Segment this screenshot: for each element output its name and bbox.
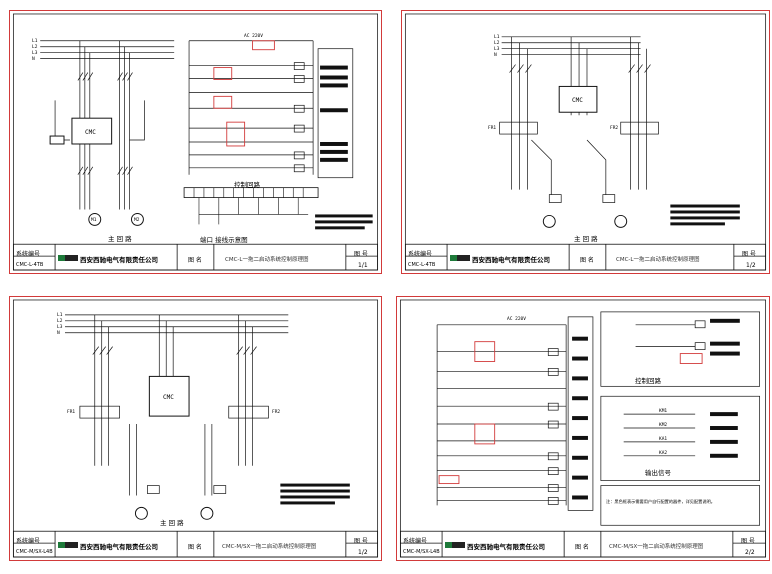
titleblock-company: 西安西驰电气有限责任公司 bbox=[80, 256, 158, 264]
supply-label: AC 220V bbox=[244, 34, 263, 39]
sheet-3: L1 L2 L3 N CMC FR1 FR2 主 回 路 系统编号 CMC-M/… bbox=[9, 296, 382, 561]
sheet-2: L1 L2 L3 N CMC FR1 FR2 主 回 路 系统编号 CMC-L-… bbox=[401, 10, 770, 274]
bus-label-n: N bbox=[32, 57, 35, 62]
titleblock-number-label: 图 号 bbox=[354, 251, 368, 258]
output-ka1: KA1 bbox=[659, 437, 668, 442]
titleblock-name-label: 图 名 bbox=[188, 257, 202, 264]
control-circuit-caption: 控制回路 bbox=[234, 181, 260, 189]
titleblock-left-code: CMC-L-4TB bbox=[408, 262, 436, 268]
notes-text: 注：黑色框表示需要用户自行配置的器件，详见配置说明。 bbox=[606, 499, 715, 504]
titleblock-left-label: 系统编号 bbox=[16, 538, 41, 545]
titleblock-page: 1/2 bbox=[746, 262, 756, 269]
bus-label-l1: L1 bbox=[32, 39, 38, 44]
bus-label-l2: L2 bbox=[494, 41, 500, 46]
indicator-caption: 输出信号 bbox=[645, 469, 671, 477]
titleblock-left-label: 系统编号 bbox=[403, 538, 428, 545]
output-ka2: KA2 bbox=[659, 451, 668, 456]
bus-label-n: N bbox=[494, 53, 497, 58]
sheet-2-drawing bbox=[404, 13, 767, 271]
titleblock-company: 西安西驰电气有限责任公司 bbox=[80, 543, 158, 551]
titleblock-page: 2/2 bbox=[745, 549, 755, 556]
bus-label-l2: L2 bbox=[32, 45, 38, 50]
sheet-3-drawing bbox=[12, 299, 379, 558]
titleblock-page: 1/1 bbox=[358, 262, 368, 269]
titleblock-name-label: 图 名 bbox=[580, 257, 594, 264]
fr-label-1: FR1 bbox=[488, 126, 497, 131]
fr-label-1: FR1 bbox=[67, 410, 76, 415]
titleblock-name-label: 图 名 bbox=[188, 544, 202, 551]
output-km2: KM2 bbox=[659, 423, 668, 428]
sheet-1: L1 L2 L3 N CMC M1 M2 AC 220V 主 回 路 控制回路 … bbox=[9, 10, 382, 274]
control-circuit-caption: 控制回路 bbox=[635, 377, 661, 385]
sheet-4-drawing bbox=[399, 299, 767, 558]
fr-label-2: FR2 bbox=[272, 410, 281, 415]
company-logo bbox=[450, 255, 470, 261]
sheet-4: AC 220V 控制回路 输出信号 KM1 KM2 KA1 KA2 注：黑色框表… bbox=[396, 296, 770, 561]
device-label: CMC bbox=[85, 129, 96, 136]
sheet-1-drawing bbox=[12, 13, 379, 271]
motor-label-1: M1 bbox=[91, 218, 97, 223]
device-label: CMC bbox=[572, 97, 583, 104]
bus-label-n: N bbox=[57, 331, 60, 336]
titleblock-number-label: 图 号 bbox=[354, 538, 368, 545]
bus-label-l3: L3 bbox=[57, 325, 63, 330]
titleblock-left-code: CMC-M/SX-L4B bbox=[403, 549, 440, 555]
titleblock-left-label: 系统编号 bbox=[408, 251, 433, 258]
main-circuit-caption: 主 回 路 bbox=[108, 235, 132, 243]
main-circuit-caption: 主 回 路 bbox=[160, 519, 184, 527]
bus-label-l3: L3 bbox=[494, 47, 500, 52]
bus-label-l3: L3 bbox=[32, 51, 38, 56]
titleblock-left-code: CMC-M/SX-L4B bbox=[16, 549, 53, 555]
company-logo bbox=[58, 542, 78, 548]
titleblock-number-label: 图 号 bbox=[742, 251, 756, 258]
titleblock-title: CMC-L一拖二启动系统控制原理图 bbox=[616, 257, 700, 263]
titleblock-left-code: CMC-L-4TB bbox=[16, 262, 44, 268]
bus-label-l1: L1 bbox=[57, 313, 63, 318]
output-km1: KM1 bbox=[659, 409, 668, 414]
device-label: CMC bbox=[163, 394, 174, 401]
titleblock-left-label: 系统编号 bbox=[16, 251, 41, 258]
main-circuit-caption: 主 回 路 bbox=[574, 235, 598, 243]
bus-label-l2: L2 bbox=[57, 319, 63, 324]
company-logo bbox=[445, 542, 465, 548]
fr-label-2: FR2 bbox=[610, 126, 619, 131]
titleblock-page: 1/2 bbox=[358, 549, 368, 556]
titleblock-company: 西安西驰电气有限责任公司 bbox=[467, 543, 545, 551]
terminal-caption: 端口 接线示意图 bbox=[200, 236, 248, 244]
titleblock-company: 西安西驰电气有限责任公司 bbox=[472, 256, 550, 264]
titleblock-name-label: 图 名 bbox=[575, 544, 589, 551]
supply-label: AC 220V bbox=[507, 317, 526, 322]
titleblock-title: CMC-M/SX一拖二启动系统控制原理图 bbox=[609, 544, 704, 550]
motor-label-2: M2 bbox=[134, 218, 140, 223]
titleblock-number-label: 图 号 bbox=[741, 538, 755, 545]
bus-label-l1: L1 bbox=[494, 35, 500, 40]
titleblock-title: CMC-L一拖二启动系统控制原理图 bbox=[225, 257, 309, 263]
company-logo bbox=[58, 255, 78, 261]
titleblock-title: CMC-M/SX一拖二启动系统控制原理图 bbox=[222, 544, 317, 550]
